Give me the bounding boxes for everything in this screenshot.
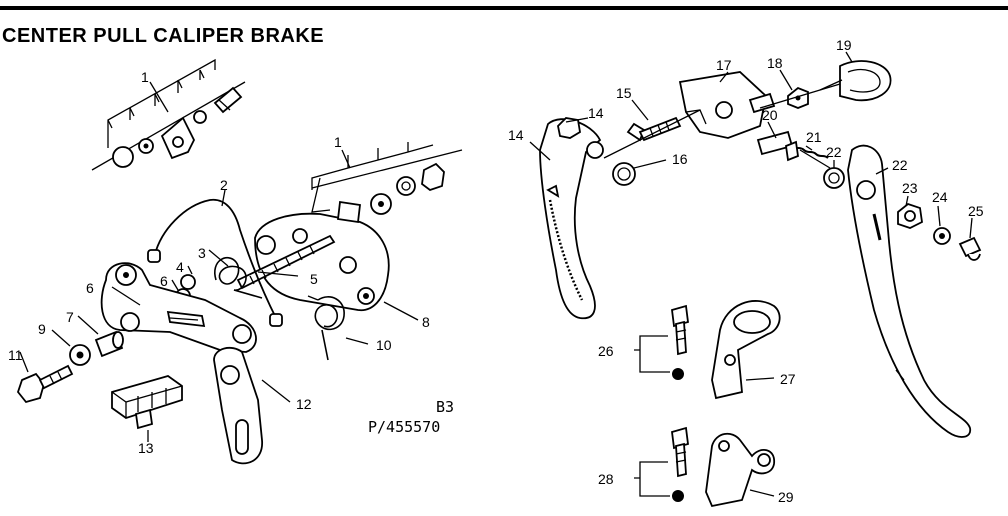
spring-large bbox=[307, 295, 345, 361]
callout-21: 14 bbox=[508, 127, 524, 143]
cable-adjuster-23 bbox=[756, 130, 829, 162]
callout-8: 7 bbox=[66, 309, 74, 325]
figure-code: B3 bbox=[436, 398, 454, 416]
straddle-cable bbox=[147, 198, 283, 327]
callout-28: 22 bbox=[826, 144, 842, 160]
brake-lever-blade bbox=[539, 118, 604, 320]
callout-6-lower: 9 bbox=[38, 321, 46, 337]
callout-27: 25 bbox=[968, 203, 984, 219]
callout-1-upper: 1 bbox=[334, 134, 342, 150]
callout-9: 11 bbox=[8, 347, 23, 363]
lever-housing-19 bbox=[678, 71, 776, 139]
callout-15: 27 bbox=[780, 371, 796, 387]
mounting-bracket-16 bbox=[705, 432, 775, 508]
screw-27 bbox=[958, 236, 982, 261]
top-rule bbox=[0, 6, 1008, 10]
leader-lines-right bbox=[529, 51, 973, 497]
mounting-bracket-15 bbox=[711, 300, 781, 400]
caliper-mount-front bbox=[100, 262, 257, 353]
caliper-arm-lower bbox=[213, 346, 263, 465]
callout-3: 10 bbox=[376, 337, 392, 353]
part-number: P/455570 bbox=[368, 418, 440, 436]
callout-12: 13 bbox=[138, 440, 154, 456]
pivot-bolt bbox=[236, 234, 336, 290]
callout-20: 15 bbox=[616, 85, 632, 101]
screw-nut-14-upper bbox=[671, 304, 689, 380]
clamp-band-17 bbox=[819, 60, 892, 102]
callout-26: 24 bbox=[932, 189, 948, 205]
callout-17: 19 bbox=[836, 37, 852, 53]
callout-2: 8 bbox=[422, 314, 430, 330]
washer-5 bbox=[180, 274, 196, 290]
callout-24: 21 bbox=[806, 129, 822, 145]
callout-4: 3 bbox=[198, 245, 206, 261]
callout-11: 12 bbox=[296, 396, 312, 412]
callout-25: 23 bbox=[902, 180, 918, 196]
callout-14-upper: 26 bbox=[598, 343, 614, 359]
callout-10: 6 bbox=[86, 280, 94, 296]
callout-6-upper: 6 bbox=[160, 273, 168, 289]
part-1-hardware bbox=[311, 142, 463, 215]
screw-nut-14-lower bbox=[671, 426, 689, 502]
callout-19: 17 bbox=[716, 57, 732, 73]
callout-1-mid: 5 bbox=[310, 271, 318, 287]
mounting-bolt-group bbox=[16, 330, 124, 404]
callout-13: 1 bbox=[141, 69, 149, 85]
callout-14-lower: 28 bbox=[598, 471, 614, 487]
brake-shoe bbox=[111, 375, 183, 430]
diagram-title: CENTER PULL CALIPER BRAKE bbox=[2, 25, 325, 47]
leader-lines-left bbox=[19, 81, 419, 442]
caliper-arm-rear bbox=[254, 200, 390, 311]
callout-5: 4 bbox=[176, 259, 184, 275]
pivot-bolt-20 bbox=[626, 116, 682, 142]
callout-22-upper: 14 bbox=[588, 105, 604, 121]
callout-23: 20 bbox=[762, 107, 778, 123]
callout-7: 2 bbox=[220, 177, 228, 193]
callout-18: 18 bbox=[767, 55, 783, 71]
callout-16: 29 bbox=[778, 489, 794, 505]
brake-lever-29 bbox=[847, 144, 972, 438]
callout-22-lower: 16 bbox=[672, 151, 688, 167]
part-13-hardware bbox=[91, 58, 246, 171]
callout-29: 22 bbox=[892, 157, 908, 173]
nut-22-upper bbox=[557, 117, 581, 139]
spring-small bbox=[214, 256, 263, 299]
